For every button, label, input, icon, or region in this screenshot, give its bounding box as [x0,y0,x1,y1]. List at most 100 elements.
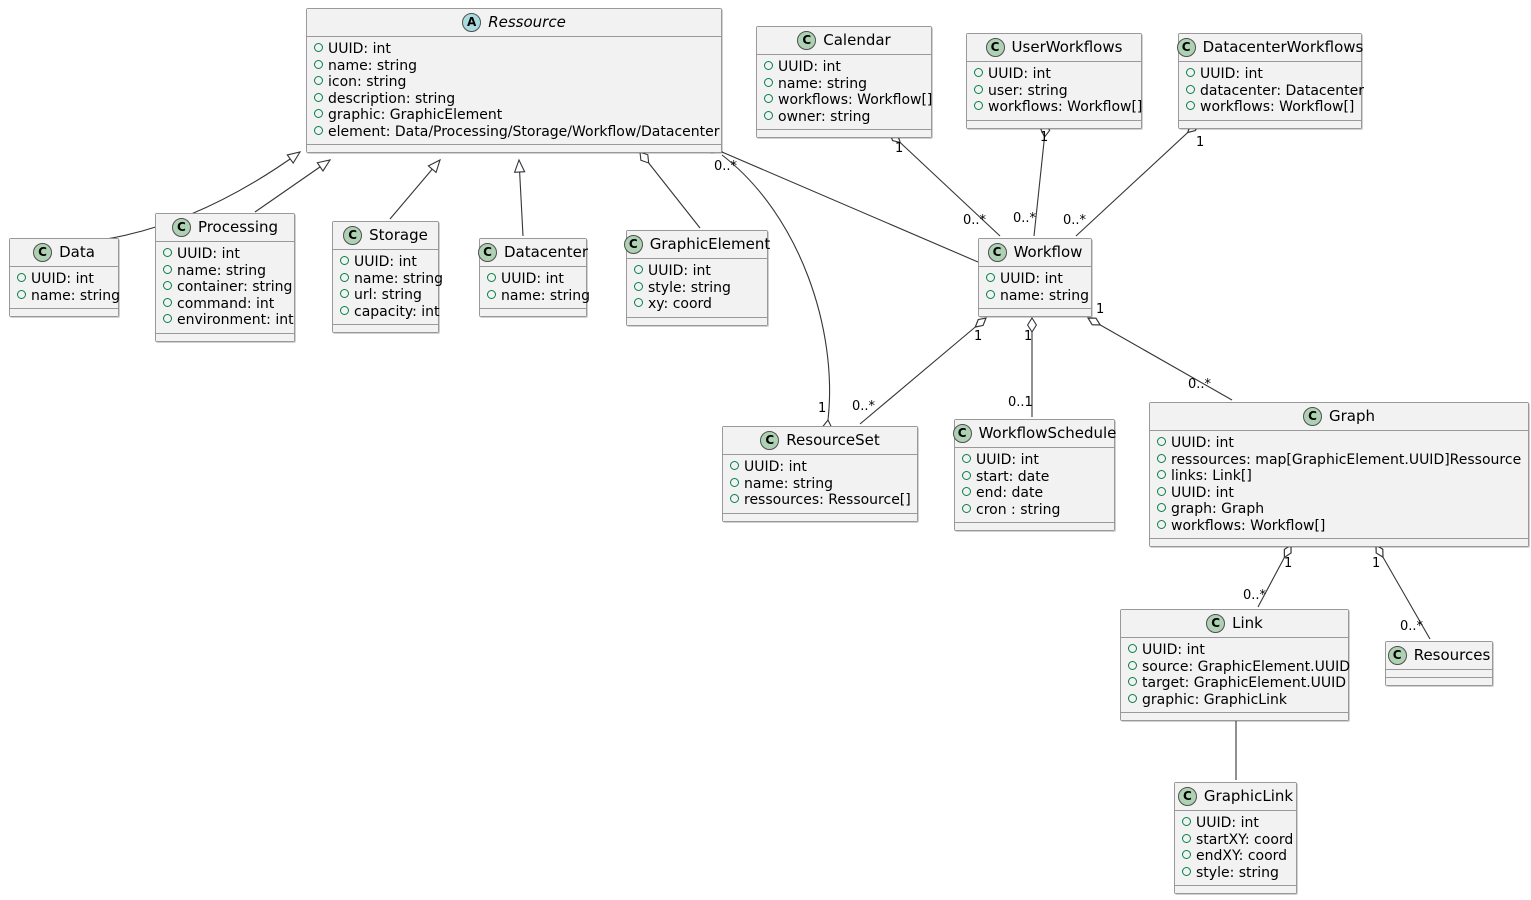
class-methods-ressource [307,145,721,152]
attribute-text: owner: string [778,108,871,125]
public-visibility-icon [1157,503,1166,512]
public-visibility-icon [634,281,643,291]
class-icon: C [1177,787,1197,806]
public-visibility-icon [986,273,995,282]
attribute-text: UUID: int [648,263,711,279]
multiplicity-label: 1 [1196,135,1205,150]
attribute-text: start: date [976,468,1050,485]
public-visibility-icon [314,76,323,85]
attribute-row: icon: string [314,74,713,91]
attribute-text: workflows: Workflow[] [1171,517,1326,534]
public-visibility-icon [1128,677,1137,686]
public-visibility-icon [314,109,323,118]
attribute-text: container: string [177,279,293,295]
class-name-resourceset: ResourceSet [786,431,880,449]
public-visibility-icon [974,84,983,94]
class-name-calendar: Calendar [823,31,891,49]
attribute-text: element: Data/Processing/Storage/Workflo… [328,123,720,140]
public-visibility-icon [730,477,739,487]
public-visibility-icon [730,461,739,470]
public-visibility-icon [634,298,643,307]
attribute-row: workflows: Workflow[] [764,92,932,109]
public-visibility-icon [1157,437,1166,446]
attribute-text: user: string [988,82,1068,99]
abstract-class-icon: A [462,13,482,32]
attribute-text: capacity: int [354,303,440,320]
attribute-row: UUID: int [730,459,909,476]
attribute-row: UUID: int [1128,642,1340,659]
attribute-text: name: string [328,57,418,74]
attribute-text: source: GraphicElement.UUID [1142,658,1351,675]
attribute-row: name: string [163,263,286,280]
multiplicity-label: 0..* [1243,588,1267,603]
multiplicity-label: 1 [1024,329,1033,344]
class-methods-graph [1150,539,1528,546]
attribute-row: name: string [340,271,443,288]
attribute-text: endXY: coord [1196,848,1288,864]
multiplicity-label: 1 [1096,302,1105,317]
class-icon: C [1302,407,1322,426]
public-visibility-icon [962,503,971,513]
edge-storage-to-ressource [389,158,441,220]
attribute-text: name: string [177,262,267,279]
attribute-row: graph: Graph [1157,501,1520,518]
attribute-row: workflows: Workflow[] [1186,99,1354,116]
multiplicity-label: 1 [974,329,983,344]
class-icon: C [1176,38,1196,57]
multiplicity-label: 0..1 [1008,395,1033,410]
attribute-row: start: date [962,469,1106,486]
attribute-row: workflows: Workflow[] [1157,518,1520,535]
multiplicity-label: 0..* [1063,213,1087,228]
class-icon: C [760,431,780,450]
public-visibility-icon [17,289,26,299]
attribute-row: style: string [634,280,759,297]
attribute-row: UUID: int [764,59,923,76]
class-methods-graphicelement [627,317,767,325]
class-name-link: Link [1232,614,1263,632]
class-methods-graphiclink [1175,886,1296,893]
attribute-row: ressources: map[GraphicElement.UUID]Ress… [1157,452,1521,469]
attribute-text: name: string [1000,287,1090,304]
attribute-text: UUID: int [1171,435,1234,451]
class-name-storage: Storage [369,226,428,244]
attribute-text: end: date [976,485,1044,501]
attribute-text: UUID: int [354,254,417,270]
attribute-row: graphic: GraphicElement [314,107,713,124]
public-visibility-icon [1182,817,1191,826]
class-name-userworkflows: UserWorkflows [1011,38,1123,56]
public-visibility-icon [1186,101,1195,110]
attribute-text: name: string [31,287,121,304]
public-visibility-icon [1186,84,1195,94]
attribute-text: UUID: int [31,271,94,287]
class-icon: C [797,31,817,50]
attribute-text: name: string [354,270,444,287]
attribute-text: name: string [778,75,868,92]
public-visibility-icon [1128,693,1137,703]
class-methods-workflow [979,309,1091,316]
class-header-calendar: C Calendar [757,27,931,55]
attribute-text: command: int [177,295,275,312]
